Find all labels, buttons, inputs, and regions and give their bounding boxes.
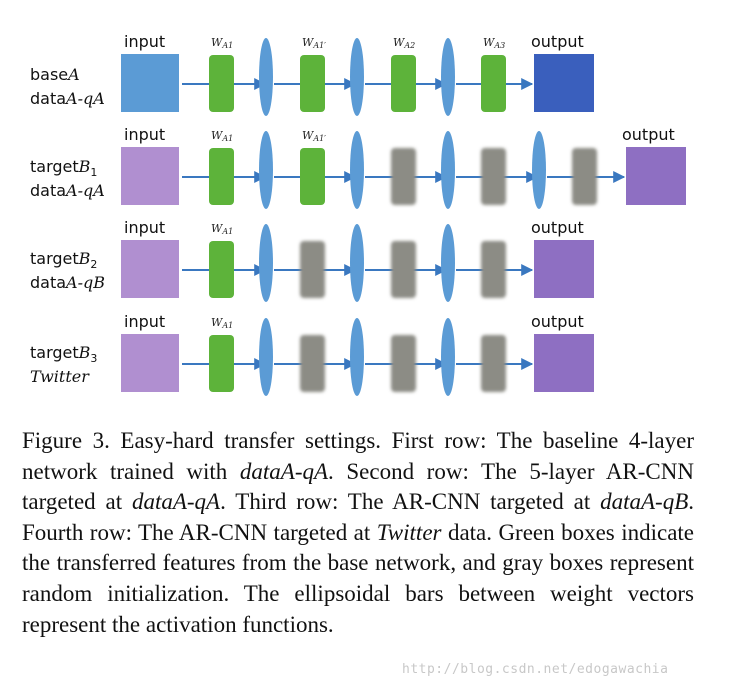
- row-b3-output-label: output: [531, 312, 584, 331]
- row-b1-input-box: [121, 147, 179, 205]
- activation-ellipse: [441, 318, 455, 396]
- figure-caption: Figure 3. Easy-hard transfer settings. F…: [22, 426, 694, 640]
- row-base-input-box: [121, 54, 179, 112]
- green-layer-box: [209, 148, 234, 205]
- caption-text: . Second row: The 5-layer AR-CNN targete…: [22, 458, 694, 515]
- weight-label-wa3: WA3: [483, 36, 505, 50]
- green-layer-box: [209, 55, 234, 112]
- activation-ellipse: [259, 318, 273, 396]
- caption-italic: dataA-qA: [239, 458, 329, 484]
- activation-ellipse: [441, 38, 455, 116]
- weight-label-wa2: WA2: [393, 36, 415, 50]
- gray-layer-box: [391, 241, 416, 298]
- activation-ellipse: [532, 131, 546, 209]
- watermark: http://blog.csdn.net/edogawachia: [402, 662, 669, 677]
- gray-layer-box: [391, 148, 416, 205]
- activation-ellipse: [441, 131, 455, 209]
- row-base-label-2: dataA-qA: [30, 89, 105, 108]
- row-target-b3: targetB3 Twitter input WA1 output: [30, 312, 594, 396]
- row-b2-input-box: [121, 240, 179, 298]
- row-b3-label-1: targetB3: [30, 343, 97, 365]
- weight-label-wa1: WA1: [211, 316, 233, 330]
- transfer-diagram: baseA dataA-qA input WA1 WA1′ WA2 WA3 ou…: [30, 32, 686, 396]
- row-b2-label-1: targetB2: [30, 249, 97, 271]
- green-layer-box: [481, 55, 506, 112]
- weight-label-wa1: WA1: [211, 129, 233, 143]
- row-base: baseA dataA-qA input WA1 WA1′ WA2 WA3 ou…: [30, 32, 594, 116]
- row-b3-label-2: Twitter: [30, 367, 90, 386]
- weight-label-wa1: WA1: [211, 222, 233, 236]
- row-b1-output-box: [626, 147, 686, 205]
- caption-text: data. Green boxes indicate the transferr…: [22, 519, 694, 637]
- green-layer-box: [300, 55, 325, 112]
- caption-text: . Third row: The AR-CNN targeted at: [220, 489, 601, 515]
- gray-layer-box: [300, 335, 325, 392]
- gray-layer-box: [481, 335, 506, 392]
- row-b2-label-2: dataA-qB: [30, 273, 105, 292]
- activation-ellipse: [441, 224, 455, 302]
- caption-text: Figure 3. Easy-hard transfer settings. F…: [22, 428, 694, 484]
- activation-ellipse: [259, 131, 273, 209]
- row-b1-label-2: dataA-qA: [30, 181, 105, 200]
- row-b1-input-label: input: [124, 125, 165, 144]
- green-layer-box: [209, 335, 234, 392]
- row-b3-input-label: input: [124, 312, 165, 331]
- activation-ellipse: [350, 224, 364, 302]
- gray-layer-box: [572, 148, 597, 205]
- gray-layer-box: [300, 241, 325, 298]
- green-layer-box: [391, 55, 416, 112]
- activation-ellipse: [259, 224, 273, 302]
- row-b1-output-label: output: [622, 125, 675, 144]
- activation-ellipse: [350, 38, 364, 116]
- row-target-b1: targetB1 dataA-qA input WA1 WA1′ output: [30, 125, 686, 209]
- caption-italic: dataA-qB: [600, 489, 689, 515]
- green-layer-box: [209, 241, 234, 298]
- row-base-label-1: baseA: [30, 65, 80, 84]
- caption-italic: Twitter: [376, 519, 442, 545]
- row-b2-output-label: output: [531, 218, 584, 237]
- activation-ellipse: [350, 131, 364, 209]
- row-b3-input-box: [121, 334, 179, 392]
- row-b1-label-1: targetB1: [30, 157, 97, 179]
- caption-italic: dataA-qA: [131, 489, 221, 515]
- gray-layer-box: [391, 335, 416, 392]
- row-b3-output-box: [534, 334, 594, 392]
- caption-text: . Fourth row: The AR-CNN targeted at: [22, 489, 694, 545]
- gray-layer-box: [481, 148, 506, 205]
- row-target-b2: targetB2 dataA-qB input WA1 output: [30, 218, 594, 302]
- green-layer-box: [300, 148, 325, 205]
- gray-layer-box: [481, 241, 506, 298]
- row-base-output-box: [534, 54, 594, 112]
- row-base-input-label: input: [124, 32, 165, 51]
- activation-ellipse: [259, 38, 273, 116]
- weight-label-wa1-prime: WA1′: [302, 36, 326, 50]
- weight-label-wa1: WA1: [211, 36, 233, 50]
- row-b2-input-label: input: [124, 218, 165, 237]
- row-b2-output-box: [534, 240, 594, 298]
- activation-ellipse: [350, 318, 364, 396]
- weight-label-wa1-prime: WA1′: [302, 129, 326, 143]
- row-base-output-label: output: [531, 32, 584, 51]
